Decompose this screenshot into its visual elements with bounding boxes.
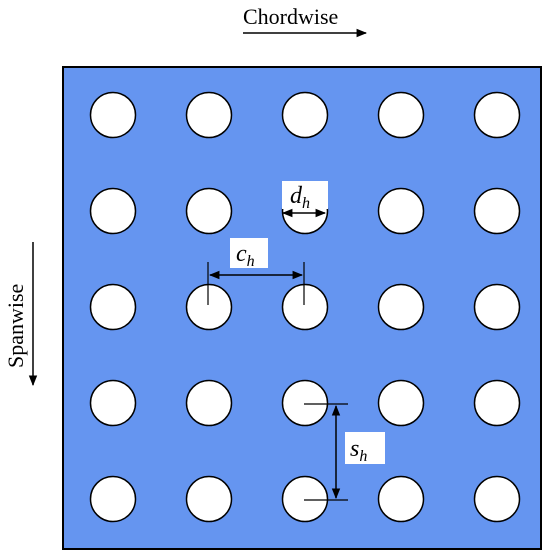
- hole-r2-c1: [89, 187, 137, 235]
- hole-r5-c2: [185, 475, 233, 523]
- hole-r5-c5: [473, 475, 521, 523]
- hole-r3-c1: [89, 283, 137, 331]
- c-subscript: h: [247, 253, 255, 270]
- svg-text:ch: ch: [236, 241, 255, 270]
- hole-r4-c4: [377, 379, 425, 427]
- hole-spacing-spanwise-dimension: sh: [304, 403, 385, 501]
- hole-r5-c4: [377, 475, 425, 523]
- hole-r2-c4: [377, 187, 425, 235]
- c-label: c: [236, 241, 247, 267]
- hole-r1-c5: [473, 91, 521, 139]
- hole-r2-c2: [185, 187, 233, 235]
- hole-grid: [89, 91, 521, 523]
- svg-text:sh: sh: [350, 436, 367, 465]
- d-subscript: h: [302, 195, 310, 212]
- hole-r3-c2: [185, 283, 233, 331]
- spanwise-label: Spanwise: [3, 284, 28, 368]
- hole-r4-c3: [281, 379, 329, 427]
- hole-r3-c4: [377, 283, 425, 331]
- hole-r4-c2: [185, 379, 233, 427]
- hole-r4-c5: [473, 379, 521, 427]
- s-subscript: h: [359, 448, 367, 465]
- hole-r5-c1: [89, 475, 137, 523]
- hole-r5-c3: [281, 475, 329, 523]
- hole-r3-c5: [473, 283, 521, 331]
- hole-r2-c5: [473, 187, 521, 235]
- hole-r3-c3: [281, 283, 329, 331]
- svg-text:dh: dh: [290, 183, 310, 212]
- hole-r1-c2: [185, 91, 233, 139]
- hole-r4-c1: [89, 379, 137, 427]
- s-label: s: [350, 436, 359, 462]
- hole-r1-c4: [377, 91, 425, 139]
- d-label: d: [290, 183, 303, 209]
- hole-spacing-chordwise-dimension: ch: [207, 238, 305, 305]
- hole-r1-c1: [89, 91, 137, 139]
- hole-r1-c3: [281, 91, 329, 139]
- chordwise-label: Chordwise: [243, 4, 338, 29]
- hole-diameter-dimension: dh: [281, 181, 328, 218]
